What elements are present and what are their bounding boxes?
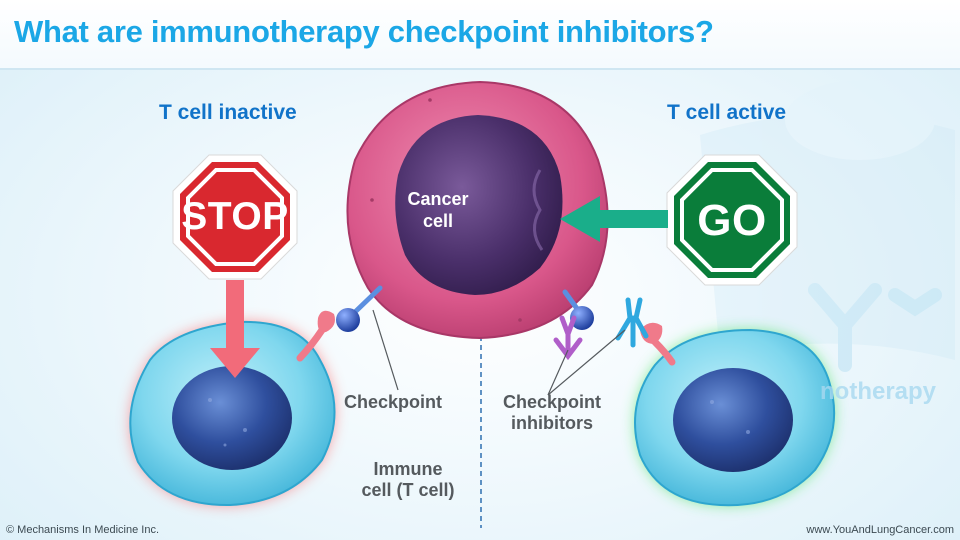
footer-website: www.YouAndLungCancer.com: [806, 524, 954, 536]
heading-t-cell-inactive: T cell inactive: [159, 101, 297, 124]
stop-sign-icon: [172, 154, 298, 280]
header-bar: [0, 0, 960, 70]
stop-arrow: [210, 280, 260, 378]
checkpoint-inhibitors-label: Checkpoint inhibitors: [502, 392, 601, 433]
go-sign-icon: [666, 154, 798, 286]
immune-cell-left: [129, 320, 336, 507]
checkpoint-receptor-left: [296, 285, 383, 362]
checkpoint-receptor-right: [562, 289, 676, 366]
go-sign-label: GO: [697, 196, 767, 245]
heading-t-cell-active: T cell active: [667, 101, 787, 124]
checkpoint-inhibitor-blue: [615, 297, 649, 348]
watermark-text: notherapy: [820, 378, 937, 405]
go-arrow: [560, 196, 668, 242]
checkpoint-label: Checkpoint: [344, 392, 443, 412]
page-title: What are immunotherapy checkpoint inhibi…: [14, 14, 714, 49]
stop-sign-label: STOP: [181, 195, 289, 238]
footer-copyright: © Mechanisms In Medicine Inc.: [6, 524, 159, 536]
cancer-cell-label: Cancer cell: [407, 189, 469, 231]
immune-cell-label: Immune cell (T cell): [361, 459, 455, 500]
cancer-cell: [346, 80, 609, 340]
immune-cell-right: [634, 328, 836, 507]
label-pointers: [372, 309, 626, 396]
